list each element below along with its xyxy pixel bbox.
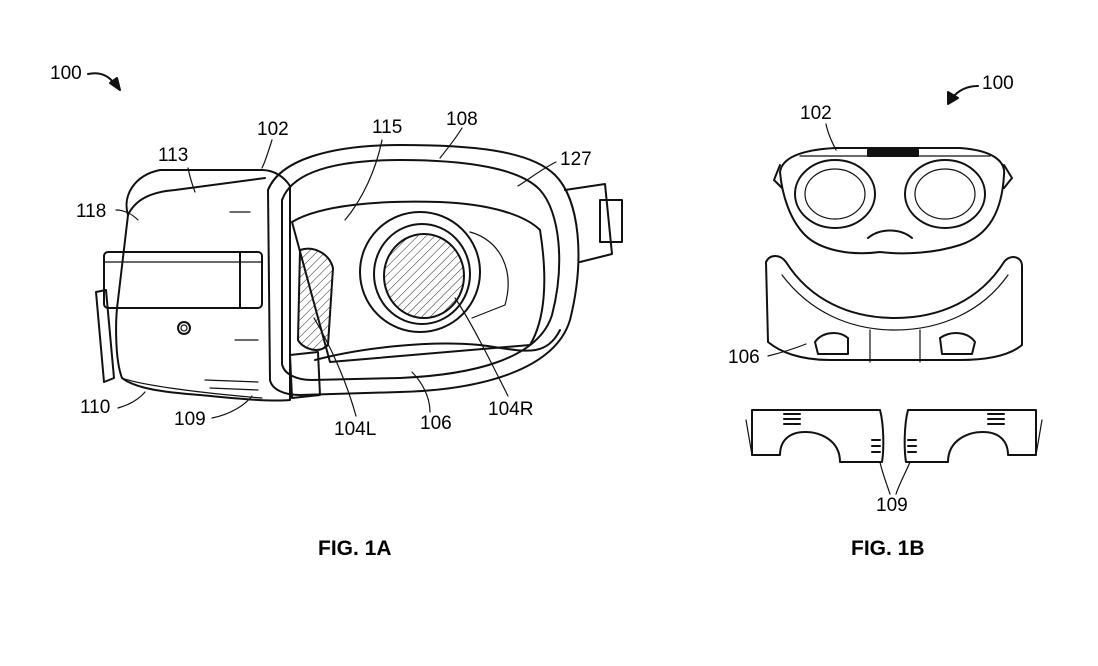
leader-118 — [115, 209, 139, 221]
leader-115 — [344, 139, 383, 221]
leader-109 — [211, 395, 253, 419]
frame-left-lens-inner — [804, 168, 866, 220]
lower-cushion — [314, 329, 561, 361]
cushion-106 — [765, 255, 1023, 361]
cushion-right-recess — [939, 332, 976, 355]
frame-nose-cut — [867, 229, 913, 239]
frame-bridge — [867, 149, 919, 157]
housing-front-face — [127, 177, 266, 216]
leader-106 — [411, 371, 431, 413]
label-108: 108 — [446, 109, 478, 130]
frame-assembly-102 — [779, 147, 1006, 255]
right-strap-mount — [564, 183, 613, 263]
cushion-inner-contour — [781, 274, 1009, 331]
connector-right-109 — [903, 409, 1037, 463]
leader-108 — [439, 127, 463, 159]
ref-arrowhead-100-b — [947, 91, 959, 105]
label-100-fig1a: 100 — [50, 63, 82, 84]
label-100-fig1b: 100 — [982, 73, 1014, 94]
leader-110 — [117, 391, 146, 409]
leader-102 — [261, 139, 273, 169]
label-110: 110 — [80, 397, 111, 418]
head-strap — [103, 251, 263, 309]
frame-right-tab — [1003, 164, 1013, 189]
frame-left-lens-outer — [794, 159, 876, 229]
label-102-fig1a: 102 — [257, 119, 289, 140]
connector-right-edge — [1035, 419, 1043, 456]
sensor-hole-inner — [180, 324, 188, 332]
sensor-hole — [177, 321, 191, 335]
connector-tab — [289, 351, 321, 399]
facial-interface-outer — [267, 144, 580, 396]
label-113: 113 — [158, 145, 189, 166]
connector-left-109 — [751, 409, 885, 463]
leader-b-102 — [825, 123, 837, 151]
leader-127 — [517, 161, 557, 187]
lens-104r-ring — [373, 223, 471, 325]
label-102-fig1b: 102 — [800, 103, 832, 124]
label-118: 118 — [76, 201, 107, 222]
label-109-fig1b: 109 — [876, 495, 908, 516]
housing-body — [115, 169, 291, 402]
housing-lower-edge — [121, 377, 263, 399]
frame-right-lens-outer — [904, 159, 986, 229]
leader-104r — [454, 297, 509, 397]
fig-1b-exploded-drawing — [745, 85, 1043, 495]
connector-left-edge — [745, 419, 753, 456]
leader-b-109-right — [895, 461, 911, 495]
label-109-fig1a: 109 — [174, 409, 206, 430]
side-button — [95, 289, 115, 383]
figure-title-1a: FIG. 1A — [318, 537, 392, 560]
frame-left-tab — [773, 164, 783, 189]
label-104l: 104L — [334, 419, 377, 440]
ref-arrowhead-100-a — [109, 77, 121, 91]
leader-b-106 — [767, 343, 807, 357]
housing-shading-4 — [209, 387, 259, 391]
lens-104r-housing — [359, 211, 481, 333]
figure-title-1b: FIG. 1B — [851, 537, 925, 560]
frame-right-lens-inner — [914, 168, 976, 220]
leader-113 — [187, 167, 196, 193]
label-104r: 104R — [488, 399, 534, 420]
right-strap-clip — [599, 199, 623, 243]
cushion-left-recess — [814, 332, 849, 355]
fig-1a-headset-drawing — [87, 72, 623, 419]
leader-b-109-left — [879, 461, 891, 495]
housing-shading-3 — [204, 379, 259, 383]
lens-104l — [297, 247, 334, 351]
lens-104r-glass — [383, 233, 465, 319]
facial-interface-inner-rim — [281, 159, 561, 381]
lens-104r-tube — [469, 231, 509, 319]
label-115: 115 — [372, 117, 403, 138]
label-106-fig1a: 106 — [420, 413, 452, 434]
label-127: 127 — [560, 149, 592, 170]
leader-104l — [313, 317, 357, 417]
label-106-fig1b: 106 — [728, 347, 760, 368]
inner-recess — [291, 200, 546, 363]
